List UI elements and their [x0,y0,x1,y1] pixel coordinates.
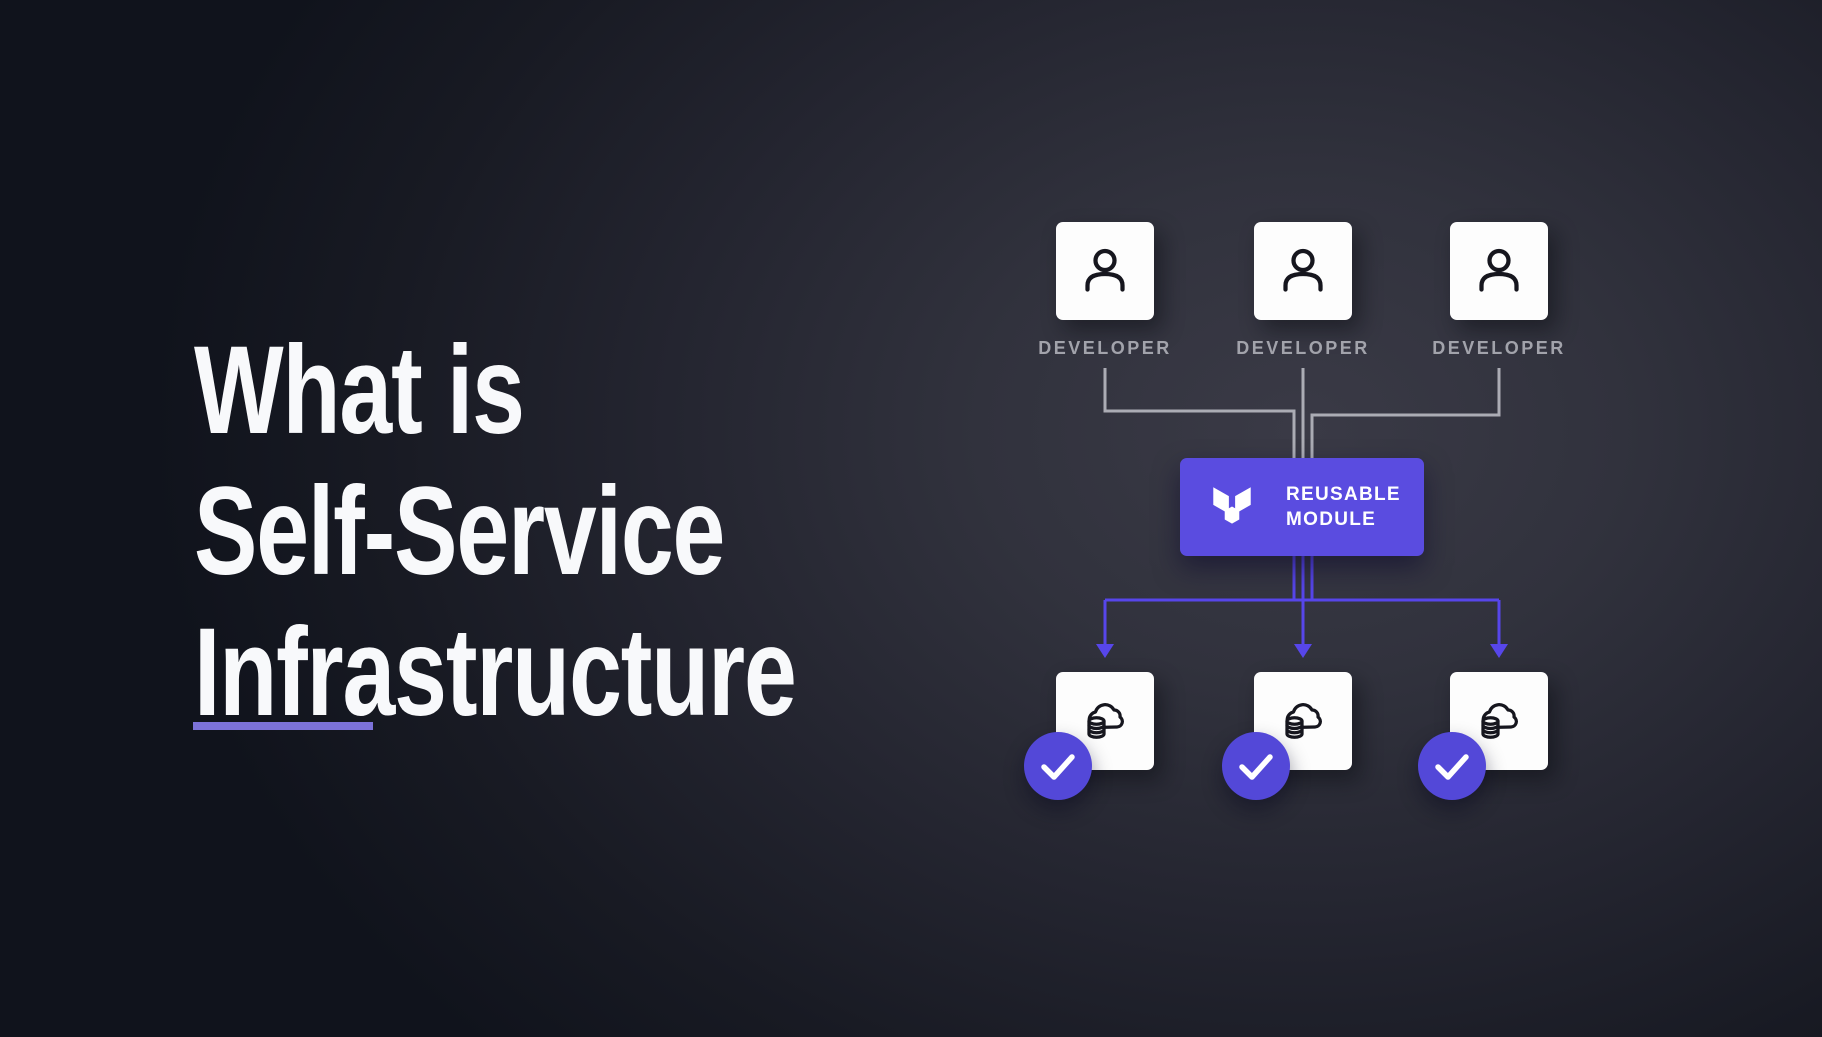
title-accent-underline [193,722,373,730]
check-icon [1435,754,1469,780]
purple-connectors [1103,556,1501,646]
module-label-line-1: REUSABLE [1286,484,1401,505]
developer-card-2 [1254,222,1352,320]
cloud-database-icon [1481,703,1518,739]
reusable-module-card: REUSABLE MODULE [1180,458,1424,556]
module-label-line-2: MODULE [1286,509,1377,530]
developer-card-3 [1450,222,1548,320]
arrow-down-icon [1096,644,1114,658]
page-title: What is Self-Service Infrastructure [194,320,797,743]
person-icon [1283,248,1323,292]
arrow-down-icon [1294,644,1312,658]
person-icon [1085,248,1125,292]
cloud-database-icon [1285,703,1322,739]
gray-connectors [1103,368,1501,458]
developer-label-3: DEVELOPER [1432,338,1566,358]
developer-card-1 [1056,222,1154,320]
developer-label-1: DEVELOPER [1038,338,1172,358]
check-badge-3 [1418,732,1486,800]
module-label: REUSABLE MODULE [1286,482,1401,532]
check-icon [1239,754,1273,780]
developer-label-2: DEVELOPER [1236,338,1370,358]
title-line-1: What is [194,321,525,460]
title-line-3: Infrastructure [194,603,797,742]
title-line-2: Self-Service [194,462,725,601]
cloud-database-icon [1087,703,1124,739]
check-icon [1041,754,1075,780]
check-badge-1 [1024,732,1092,800]
terraform-icon [1213,487,1251,524]
arrow-down-icon [1490,644,1508,658]
check-badge-2 [1222,732,1290,800]
person-icon [1479,248,1519,292]
arrowheads [1096,644,1508,658]
